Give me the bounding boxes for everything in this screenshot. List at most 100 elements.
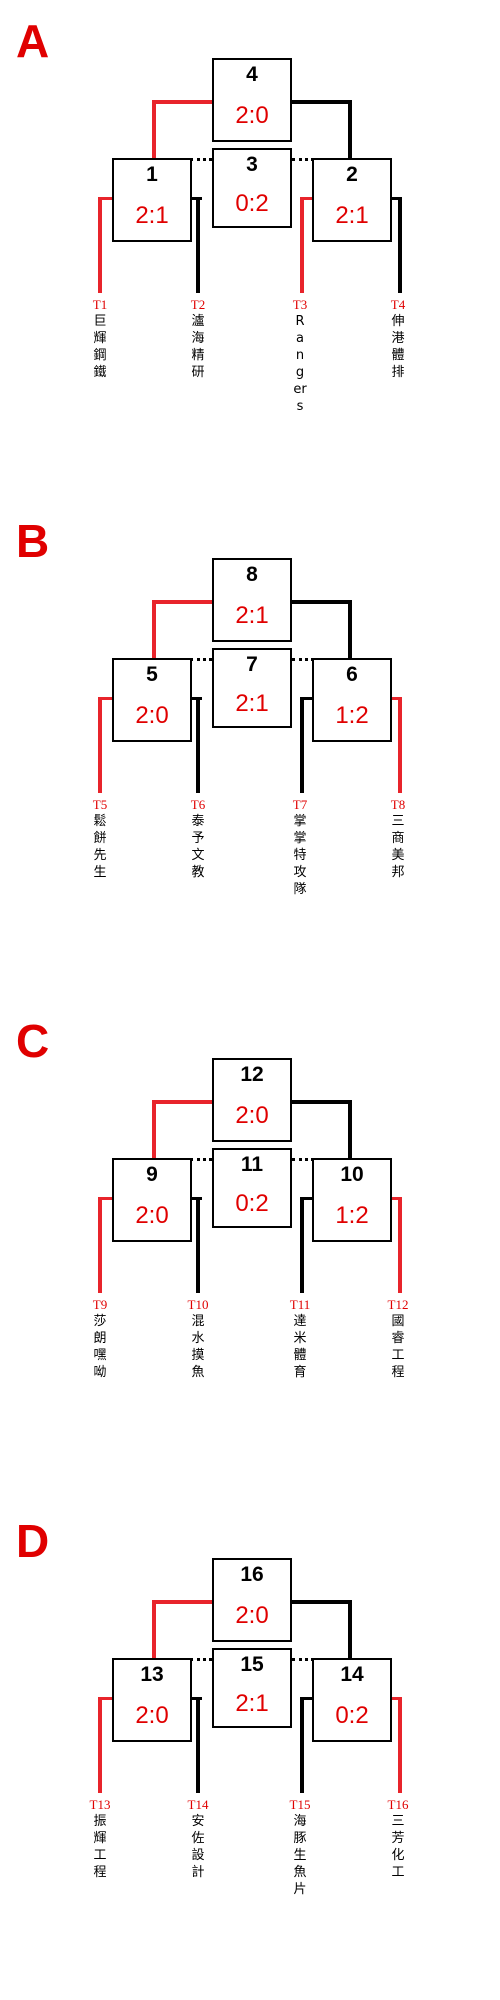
match-box-final-number: 8 <box>246 563 258 586</box>
match-box-middle-number: 15 <box>240 1653 264 1676</box>
connector-final-right <box>292 600 352 604</box>
match-box-right-score: 0:2 <box>335 1702 369 1729</box>
team-code: T10 <box>187 1297 209 1312</box>
leg-team1-horizontal <box>98 1697 114 1700</box>
match-box-middle-score: 2:1 <box>235 1690 269 1717</box>
leg-team2-horizontal <box>188 1697 202 1700</box>
connector-final-left <box>152 600 212 604</box>
connector-final-right <box>292 100 352 104</box>
match-box-left-number: 5 <box>146 663 158 686</box>
team-name: 三芳化工 <box>391 1814 405 1880</box>
match-box-middle-score: 0:2 <box>235 1190 269 1217</box>
leg-team4-vertical <box>398 1697 402 1793</box>
team-code: T14 <box>187 1797 209 1812</box>
leg-team3-vertical <box>300 197 304 293</box>
match-box-right-score: 1:2 <box>335 1202 369 1229</box>
team-name: 三商美邦 <box>391 814 405 880</box>
match-box-final-number: 16 <box>240 1563 264 1586</box>
team-name: 安佐設計 <box>191 1814 205 1880</box>
connector-final-right <box>292 1100 352 1104</box>
leg-team2-vertical <box>196 697 200 793</box>
team-code: T16 <box>387 1797 409 1812</box>
team-code: T2 <box>190 297 206 312</box>
team-code: T6 <box>190 797 206 812</box>
dotted-link-right <box>292 1658 314 1661</box>
group-letter: D <box>16 1515 50 1567</box>
team-2[interactable]: T6 泰予文教 <box>186 798 210 881</box>
match-box-right-score: 1:2 <box>335 702 369 729</box>
team-code: T13 <box>89 1797 111 1812</box>
group-letter: B <box>16 515 50 567</box>
team-code: T1 <box>92 297 108 312</box>
team-1[interactable]: T9 莎朗嘿呦 <box>88 1298 112 1381</box>
connector-final-left <box>152 1600 212 1604</box>
dotted-link-left <box>190 158 212 161</box>
dotted-link-left <box>190 1658 212 1661</box>
leg-team1-horizontal <box>98 1197 114 1200</box>
team-4[interactable]: T16 三芳化工 <box>386 1798 410 1881</box>
match-box-middle-number: 11 <box>240 1153 264 1176</box>
team-code: T9 <box>92 1297 108 1312</box>
leg-team2-vertical <box>196 1697 200 1793</box>
leg-team4-vertical <box>398 197 402 293</box>
connector-final-right-drop <box>348 100 352 158</box>
team-4[interactable]: T8 三商美邦 <box>386 798 410 881</box>
match-box-middle-score: 2:1 <box>235 690 269 717</box>
team-name: 達米體育 <box>293 1314 307 1380</box>
leg-team3-horizontal <box>300 197 314 200</box>
team-name: 莎朗嘿呦 <box>93 1314 107 1380</box>
connector-final-right <box>292 1600 352 1604</box>
leg-team2-horizontal <box>188 197 202 200</box>
leg-team2-horizontal <box>188 697 202 700</box>
team-2[interactable]: T14 安佐設計 <box>186 1798 210 1881</box>
team-name: 海豚生魚片 <box>293 1814 307 1897</box>
dotted-link-left <box>190 658 212 661</box>
group-letter: C <box>16 1015 50 1067</box>
team-name: 掌掌特攻隊 <box>293 814 307 897</box>
leg-team4-horizontal <box>386 697 402 700</box>
team-4[interactable]: T12 國睿工程 <box>386 1298 410 1381</box>
team-code: T8 <box>390 797 406 812</box>
team-name: 國睿工程 <box>391 1314 405 1380</box>
leg-team4-horizontal <box>386 1197 402 1200</box>
connector-final-left-drop <box>152 600 156 658</box>
match-box-middle[interactable]: 15 2:1 <box>212 1648 292 1728</box>
group-letter: A <box>16 15 50 67</box>
match-box-right-score: 2:1 <box>335 202 369 229</box>
team-code: T12 <box>387 1297 409 1312</box>
leg-team4-horizontal <box>386 197 402 200</box>
team-name: 伸港體排 <box>391 314 405 380</box>
team-name: 泰予文教 <box>191 814 205 880</box>
team-code: T5 <box>92 797 108 812</box>
match-box-right[interactable]: 14 0:2 <box>312 1658 392 1742</box>
leg-team1-horizontal <box>98 697 114 700</box>
match-box-right-number: 14 <box>340 1663 364 1686</box>
match-box-middle[interactable]: 11 0:2 <box>212 1148 292 1228</box>
connector-final-left <box>152 100 212 104</box>
